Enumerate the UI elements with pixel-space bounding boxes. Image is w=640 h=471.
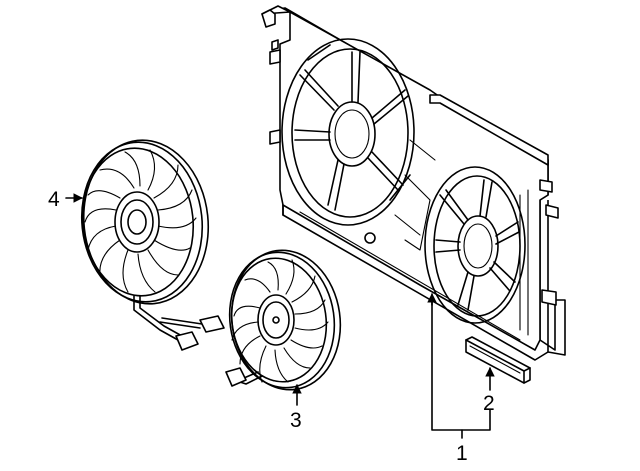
shroud-small-opening [424, 166, 526, 324]
leader-1 [431, 295, 491, 431]
leader-lines [65, 193, 495, 439]
fan-shroud-frame [261, 5, 566, 361]
small-fan-assembly [225, 249, 342, 391]
callout-label-2: 2 [483, 392, 495, 415]
callout-label-3: 3 [290, 409, 302, 432]
seal-strip [465, 336, 531, 384]
callout-label-4: 4 [48, 188, 60, 211]
shroud-large-opening [281, 38, 415, 226]
callout-label-1: 1 [456, 442, 468, 465]
large-fan-assembly [80, 139, 225, 351]
